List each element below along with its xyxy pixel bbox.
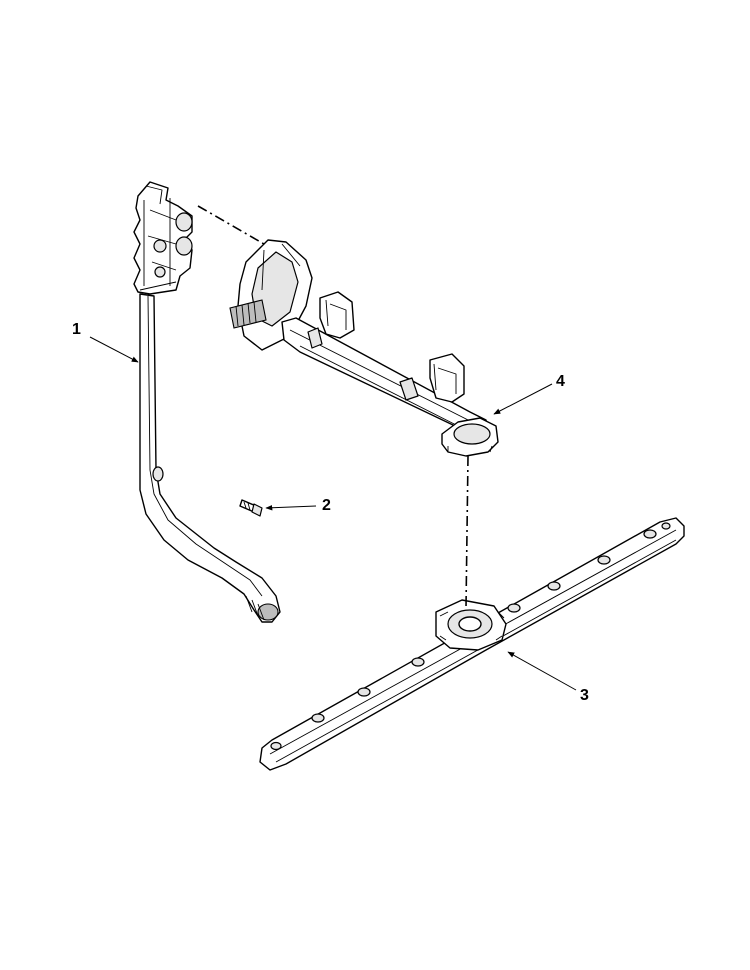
part-1-supply-tube [133,181,281,623]
callout-2: 2 [265,497,331,514]
assembly-centerlines [197,205,469,609]
callout-4: 4 [493,373,565,415]
callout-1: 1 [72,321,139,363]
part-3-spray-arm [259,517,685,771]
callout-label-2: 2 [322,497,331,514]
callout-3: 3 [507,651,589,704]
part-2-screw [239,499,263,517]
callout-label-4: 4 [556,373,565,390]
callout-label-3: 3 [580,687,589,704]
part-4-manifold-bracket [229,239,499,457]
callout-label-1: 1 [72,321,81,338]
